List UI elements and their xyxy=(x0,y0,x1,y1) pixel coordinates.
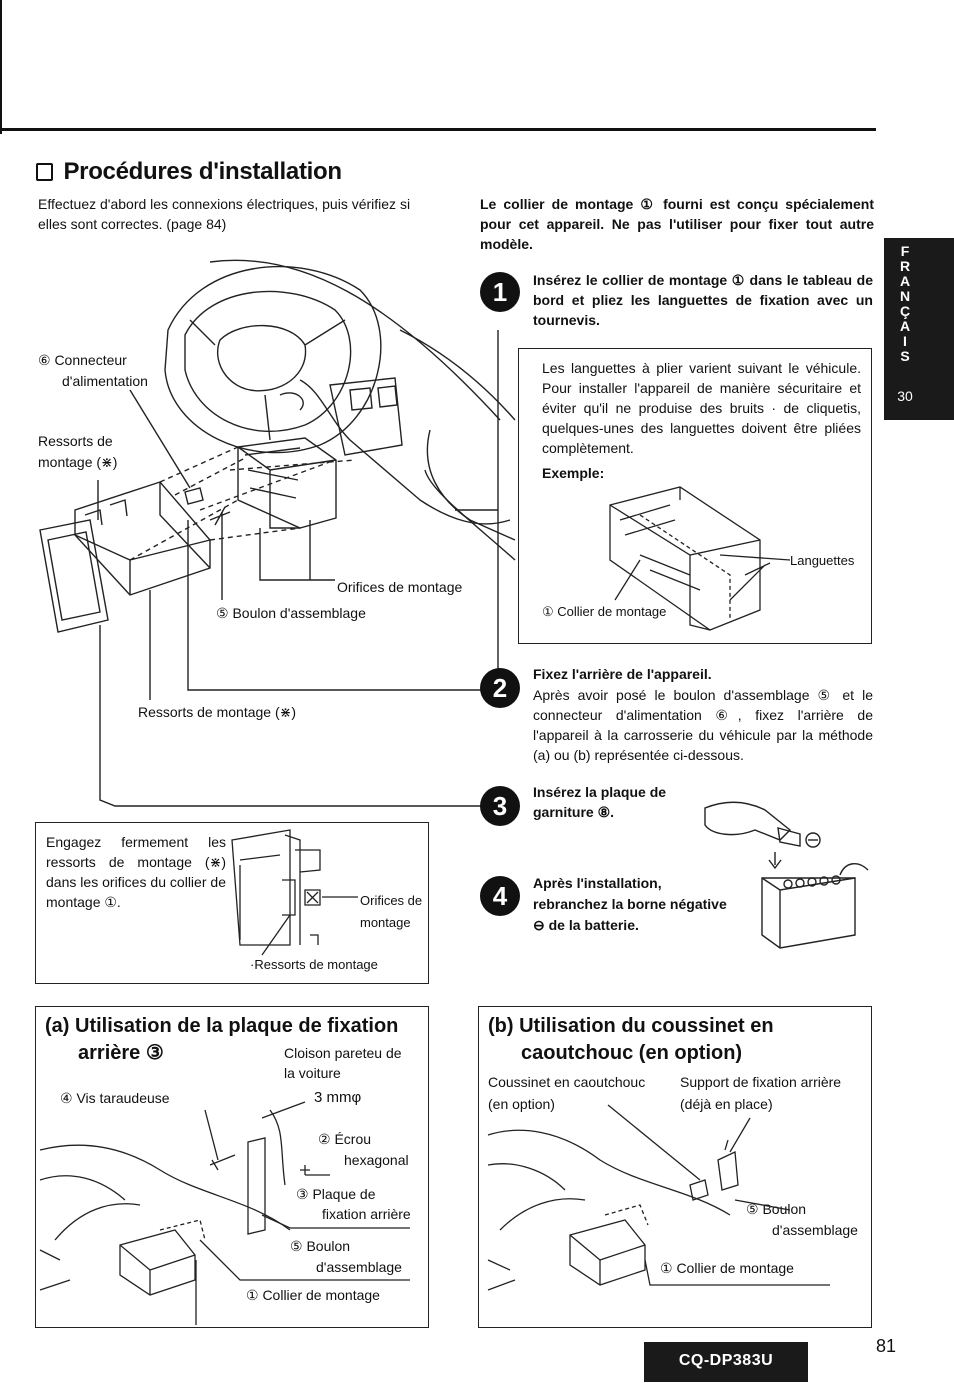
checkbox-icon xyxy=(36,163,53,181)
tabs-note-box xyxy=(518,348,872,644)
step-4-text-b: rebranchez la borne négative xyxy=(533,896,727,912)
orifices-label: Orifices de xyxy=(360,893,423,908)
support-label: Support de fixation arrière xyxy=(680,1074,842,1090)
intro-text: Effectuez d'abord les connexions électri… xyxy=(38,196,411,232)
firewall-label: Cloison pareteu de xyxy=(284,1045,402,1061)
springs-bottom-label: Ressorts de montage (⋇) xyxy=(138,704,297,720)
springs-top-label-2: montage (⋇) xyxy=(38,454,118,470)
step-4-text-c: ⊖ de la batterie. xyxy=(533,917,639,933)
model-number: CQ-DP383U xyxy=(678,1352,774,1369)
tab-letter: F xyxy=(900,243,910,259)
tab-page-number: 30 xyxy=(897,388,913,404)
screw-label: ④ Vis taraudeuse xyxy=(60,1090,170,1106)
warning-text: Le collier de montage ① fourni est conçu… xyxy=(480,196,874,252)
bolt-a-label-2: d'assemblage xyxy=(316,1259,402,1275)
tab-letter: A xyxy=(899,273,911,289)
collar-a-label: ① Collier de montage xyxy=(246,1287,380,1303)
connector-label: ⑥ Connecteur xyxy=(38,352,127,368)
panel-b-title-2: caoutchouc (en option) xyxy=(521,1042,743,1064)
step-1-badge: 1 xyxy=(480,272,520,312)
tab-letter: S xyxy=(900,348,910,364)
step-3-text: Insérez la plaque de garniture ⑧. xyxy=(533,784,667,820)
panel-a-box xyxy=(35,1006,429,1328)
bolt-b-label-2: d'assemblage xyxy=(772,1222,858,1238)
step-4-text-a: Après l'installation, xyxy=(533,875,662,891)
tab-letter: A xyxy=(899,318,911,334)
tab-letter: Ç xyxy=(899,303,911,319)
panel-a-title-2: arrière ③ xyxy=(78,1042,164,1064)
panel-b-title-1: (b) Utilisation du coussinet en xyxy=(488,1015,774,1037)
bolt-label: ⑤ Boulon d'assemblage xyxy=(216,605,366,621)
connector-label-2: d'alimentation xyxy=(62,373,148,389)
spring-note-box xyxy=(35,822,429,984)
top-rule xyxy=(0,128,876,131)
firewall-label-2: la voiture xyxy=(284,1065,341,1081)
orifices-label-2: montage xyxy=(360,915,411,930)
cushion-label: Coussinet en caoutchouc xyxy=(488,1074,646,1090)
step-4-badge: 4 xyxy=(480,876,520,916)
spring-note-text: Engagez fermement les ressorts de montag… xyxy=(46,834,226,910)
panel-b-box xyxy=(478,1006,872,1328)
tabs-label: Languettes xyxy=(790,553,855,568)
plate-label-2: fixation arrière xyxy=(322,1206,411,1222)
panel-a-title-1: (a) Utilisation de la plaque de fixation xyxy=(45,1015,399,1037)
step-2-text: Après avoir posé le boulon d'assemblage … xyxy=(533,687,873,763)
plate-label: ③ Plaque de xyxy=(296,1186,376,1202)
tab-letter: R xyxy=(899,258,911,274)
tabs-note-text: Les languettes à plier varient suivant l… xyxy=(542,360,861,456)
collar-label: ① Collier de montage xyxy=(542,604,667,619)
example-label: Exemple: xyxy=(542,465,605,481)
nut-label: ② Écrou xyxy=(318,1131,372,1147)
tab-letter: N xyxy=(899,288,911,304)
step-1-text: Insérez le collier de montage ① dans le … xyxy=(533,272,873,328)
left-edge-rule xyxy=(0,0,2,134)
model-badge: CQ-DP383U xyxy=(644,1342,808,1382)
step-2-title: Fixez l'arrière de l'appareil. xyxy=(533,666,712,682)
support-label-2: (déjà en place) xyxy=(680,1096,773,1112)
springs-top-label: Ressorts de xyxy=(38,433,113,449)
step-2-badge: 2 xyxy=(480,668,520,708)
section-title: Procédures d'installation xyxy=(63,158,342,185)
bolt-a-label: ⑤ Boulon xyxy=(290,1238,351,1254)
dimension-label: 3 mmφ xyxy=(314,1089,362,1106)
step-3-badge: 3 xyxy=(480,786,520,826)
section-title-row: Procédures d'installation xyxy=(36,158,342,186)
tab-letter: I xyxy=(903,333,907,349)
page-number: 81 xyxy=(876,1336,897,1356)
springs-detail-label: ·Ressorts de montage xyxy=(250,957,378,972)
nut-label-2: hexagonal xyxy=(344,1152,409,1168)
holes-label: Orifices de montage xyxy=(337,579,463,595)
cushion-label-2: (en option) xyxy=(488,1096,555,1112)
collar-b-label: ① Collier de montage xyxy=(660,1260,794,1276)
